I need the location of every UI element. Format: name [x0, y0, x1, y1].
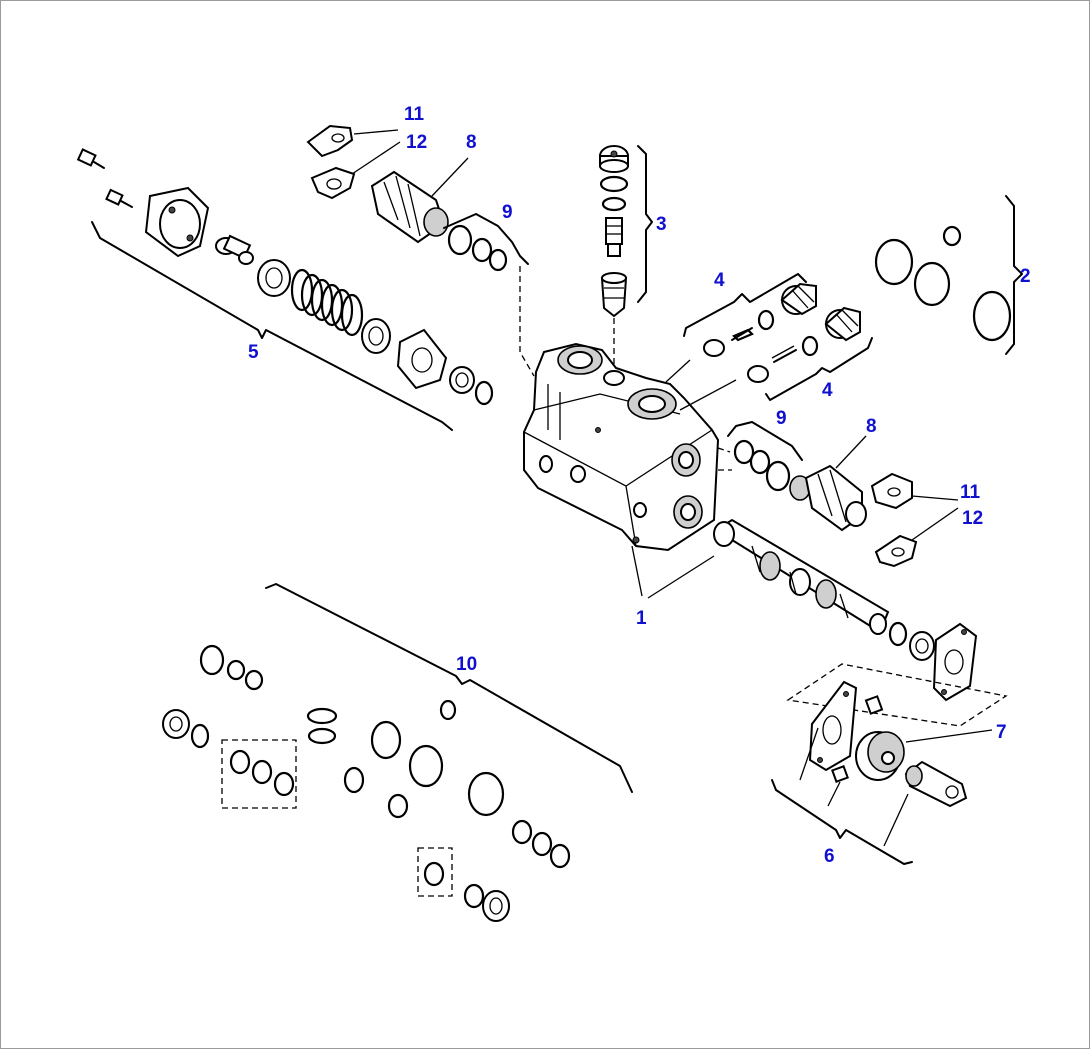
- cap-bolt-upper: [76, 148, 105, 169]
- callout-9-lower: 9: [776, 408, 787, 429]
- cap-bolt-lower: [105, 188, 133, 208]
- part-group-5: [76, 148, 494, 431]
- o-ring-set-9-lower: [717, 421, 803, 492]
- callout-8-upper: 8: [466, 132, 477, 153]
- clevis: [904, 760, 968, 808]
- clip-set-upper: [306, 124, 401, 200]
- o-ring-set-9-upper: [443, 213, 529, 272]
- spring-seat: [361, 318, 391, 354]
- part-group-3: [599, 145, 653, 318]
- callout-11-upper: 11: [404, 104, 425, 125]
- callout-9-upper: 9: [502, 202, 513, 223]
- part-group-6: [771, 680, 968, 865]
- callout-7: 7: [996, 722, 1007, 743]
- callout-10: 10: [456, 654, 477, 675]
- callout-6: 6: [824, 846, 835, 867]
- relief-valve-lower: [789, 435, 867, 532]
- part-group-7: [855, 729, 993, 781]
- spool-o-ring: [888, 621, 908, 647]
- seal-5a: [449, 366, 475, 394]
- valve-body: [523, 342, 720, 552]
- end-cap: [144, 186, 210, 258]
- clip-set-lower: [870, 472, 959, 568]
- part-group-2: [874, 195, 1023, 355]
- part-group-4-upper: [683, 273, 817, 357]
- callout-1: 1: [636, 608, 647, 629]
- callout-11-lower: 11: [960, 482, 981, 503]
- callout-8-lower: 8: [866, 416, 877, 437]
- leader-1: [631, 545, 715, 599]
- return-spring: [290, 268, 364, 337]
- callout-2: 2: [1020, 266, 1031, 287]
- callout-5: 5: [248, 342, 259, 363]
- callout-12-upper: 12: [406, 132, 427, 153]
- part-group-4-lower: [747, 306, 873, 401]
- relief-valve-upper: [370, 157, 469, 244]
- spool: [713, 518, 890, 635]
- bracket-5: [91, 221, 453, 431]
- leader-9-upper: [519, 266, 535, 377]
- callout-3: 3: [656, 214, 667, 235]
- cap-plate: [396, 328, 448, 390]
- callout-4-lower: 4: [822, 380, 833, 401]
- callout-4-upper: 4: [714, 270, 725, 291]
- stopper-bolt: [215, 234, 254, 265]
- callout-12-lower: 12: [962, 508, 983, 529]
- bracket-10: [265, 583, 633, 793]
- spring-retainer: [257, 259, 291, 297]
- seal-kit-10: [162, 644, 571, 922]
- spool-seal: [909, 631, 935, 661]
- o-ring-5: [474, 380, 494, 406]
- plate-outline-dashed: [786, 663, 1008, 727]
- spool-plate: [932, 622, 978, 702]
